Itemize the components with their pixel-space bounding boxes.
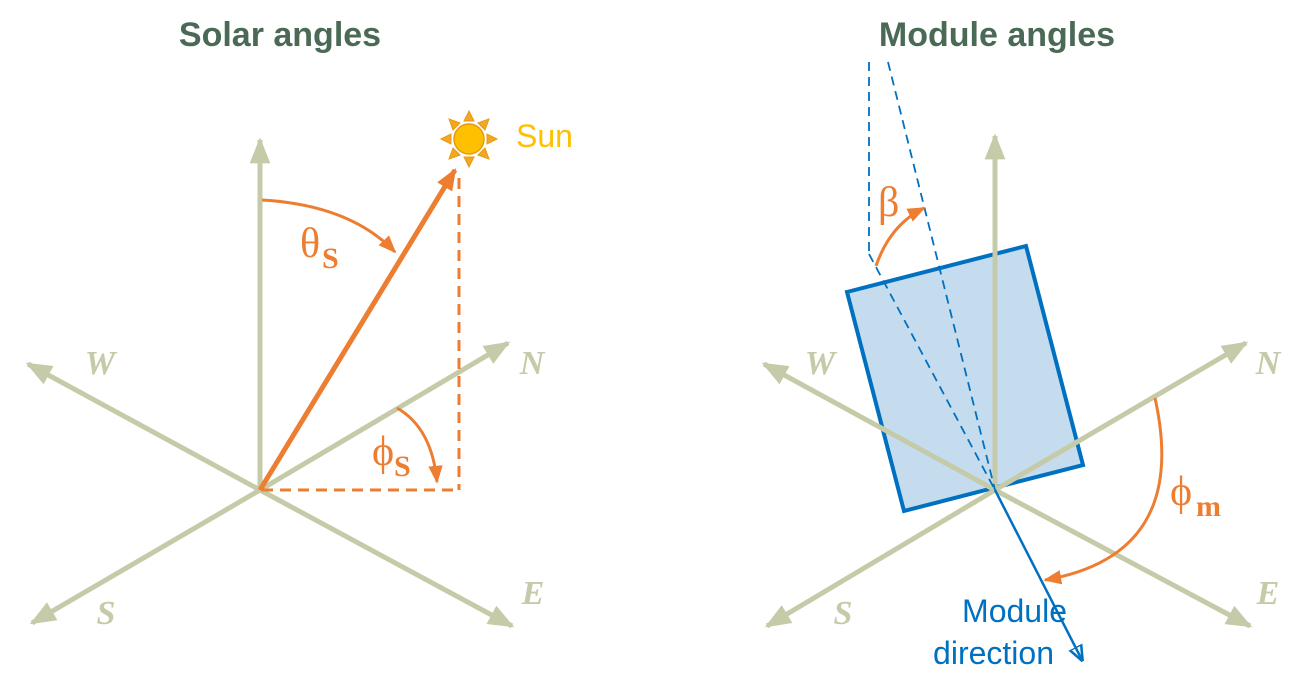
right-south-axis xyxy=(764,487,997,629)
module-direction-arrow xyxy=(993,489,1082,660)
right-north-axis xyxy=(993,340,1249,493)
zenith-angle-arc xyxy=(261,198,397,254)
module-azimuth-subscript: m xyxy=(1196,490,1221,523)
sun-vector-arrow xyxy=(257,168,458,492)
module-azimuth-arc xyxy=(1043,397,1164,585)
solar-azimuth-subscript: S xyxy=(394,450,411,483)
left-west-label: W xyxy=(85,345,118,382)
module-direction-label-line2: direction xyxy=(933,635,1054,671)
sun-label: Sun xyxy=(516,118,573,154)
left-south-axis xyxy=(29,487,262,626)
right-north-label: N xyxy=(1255,345,1282,382)
module-direction-label-line1: Module xyxy=(962,593,1067,629)
left-south-label: S xyxy=(97,595,116,632)
right-south-label: S xyxy=(834,595,853,632)
solar-angles-title: Solar angles xyxy=(179,16,381,54)
left-north-label: N xyxy=(519,345,546,382)
left-north-axis xyxy=(258,340,511,493)
module-azimuth-label: ϕ m xyxy=(1170,469,1221,523)
solar-azimuth-label: ϕ S xyxy=(372,429,411,483)
tilt-angle-arc xyxy=(874,206,926,267)
left-west-axis xyxy=(25,361,262,493)
zenith-theta-symbol: θ xyxy=(300,221,320,267)
zenith-angle-label: θ S xyxy=(300,221,339,275)
module-panel xyxy=(844,243,1086,514)
tilt-normal-dash xyxy=(887,61,996,491)
solar-azimuth-arc xyxy=(396,406,443,484)
right-east-axis xyxy=(993,487,1253,629)
right-east-label: E xyxy=(1256,575,1280,612)
sun-projection-lines xyxy=(262,178,461,492)
module-angles-title: Module angles xyxy=(879,16,1115,54)
module-angles-panel: Module angles W N S E β Module direction xyxy=(761,16,1282,671)
left-compass-axes xyxy=(25,137,515,629)
solar-angles-panel: Solar angles W N S E θ S ϕ S xyxy=(25,16,573,632)
zenith-subscript: S xyxy=(322,242,339,275)
module-azimuth-phi-symbol: ϕ xyxy=(1170,469,1192,515)
left-east-axis xyxy=(258,487,515,629)
tilt-reference-lines xyxy=(868,61,996,491)
left-east-label: E xyxy=(521,575,545,612)
tilt-beta-symbol: β xyxy=(878,180,899,226)
right-west-label: W xyxy=(805,345,838,382)
solar-azimuth-phi-symbol: ϕ xyxy=(372,429,394,475)
right-compass-axes xyxy=(761,133,1253,629)
right-west-axis xyxy=(761,361,997,493)
sun-icon xyxy=(439,109,499,169)
